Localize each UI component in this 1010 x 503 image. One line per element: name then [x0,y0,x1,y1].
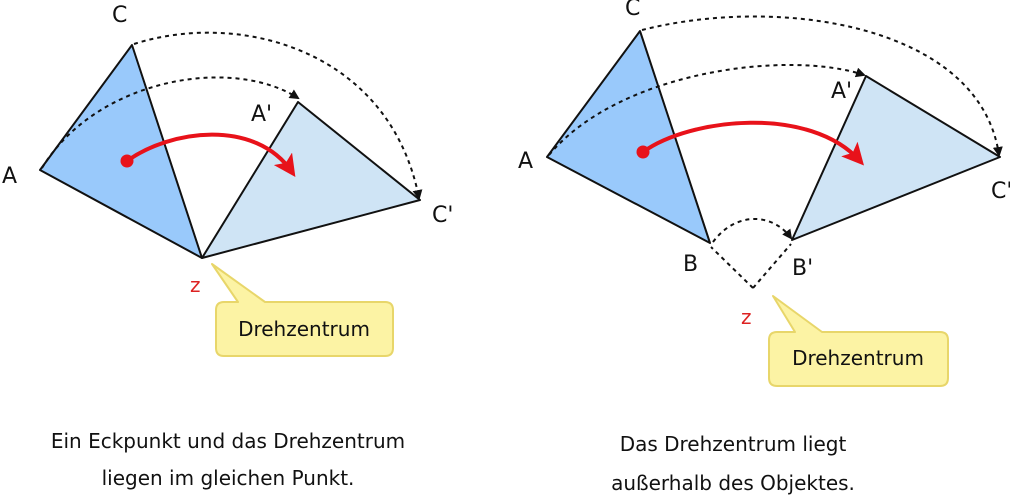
right-rotation-arrow-start-dot [636,145,650,159]
right-radius-zb-prime [752,243,792,289]
left-caption-line-2: liegen im gleichen Punkt. [102,466,355,490]
right-label-a-prime: A' [831,79,852,104]
left-caption-line-1: Ein Eckpunkt und das Drehzentrum [51,429,405,453]
left-label-c: C [112,3,127,28]
right-original-triangle [546,30,711,244]
left-label-c-prime: C' [432,203,453,228]
right-caption-line-1: Das Drehzentrum liegt [620,432,847,456]
left-label-z: z [190,273,201,297]
left-rotated-triangle [201,101,421,259]
left-arc-a-to-a-prime [41,76,300,169]
right-radius-zb [710,246,754,289]
left-callout-text: Drehzentrum [238,317,370,341]
right-rotated-triangle [791,75,1001,241]
left-original-triangle [39,44,203,259]
right-diagram: A C A' C' B B' z Drehzentrum Das Drehzen… [518,0,1010,495]
left-label-a-prime: A' [251,102,272,127]
left-rotation-arrow-start-dot [120,154,134,168]
right-callout-bubble [768,295,949,387]
left-diagram: A C A' C' z Drehzentrum Ein Eckpunkt und… [2,3,453,490]
right-arc-a-to-a-prime [548,63,866,156]
right-label-b-prime: B' [792,256,813,281]
right-label-z: z [741,305,752,329]
right-caption-line-2: außerhalb des Objektes. [611,471,855,495]
left-callout-bubble [211,263,394,357]
right-label-b: B [683,252,698,277]
right-callout-text: Drehzentrum [792,346,924,370]
right-rotation-arrow [641,120,865,166]
right-label-c: C [625,0,640,21]
left-rotation-arrow [125,132,296,177]
right-arc-c-to-c-prime [641,15,1003,157]
right-label-a: A [518,149,533,174]
right-label-c-prime: C' [991,179,1010,204]
right-arc-b-to-b-prime [712,218,793,243]
left-label-a: A [2,164,17,189]
